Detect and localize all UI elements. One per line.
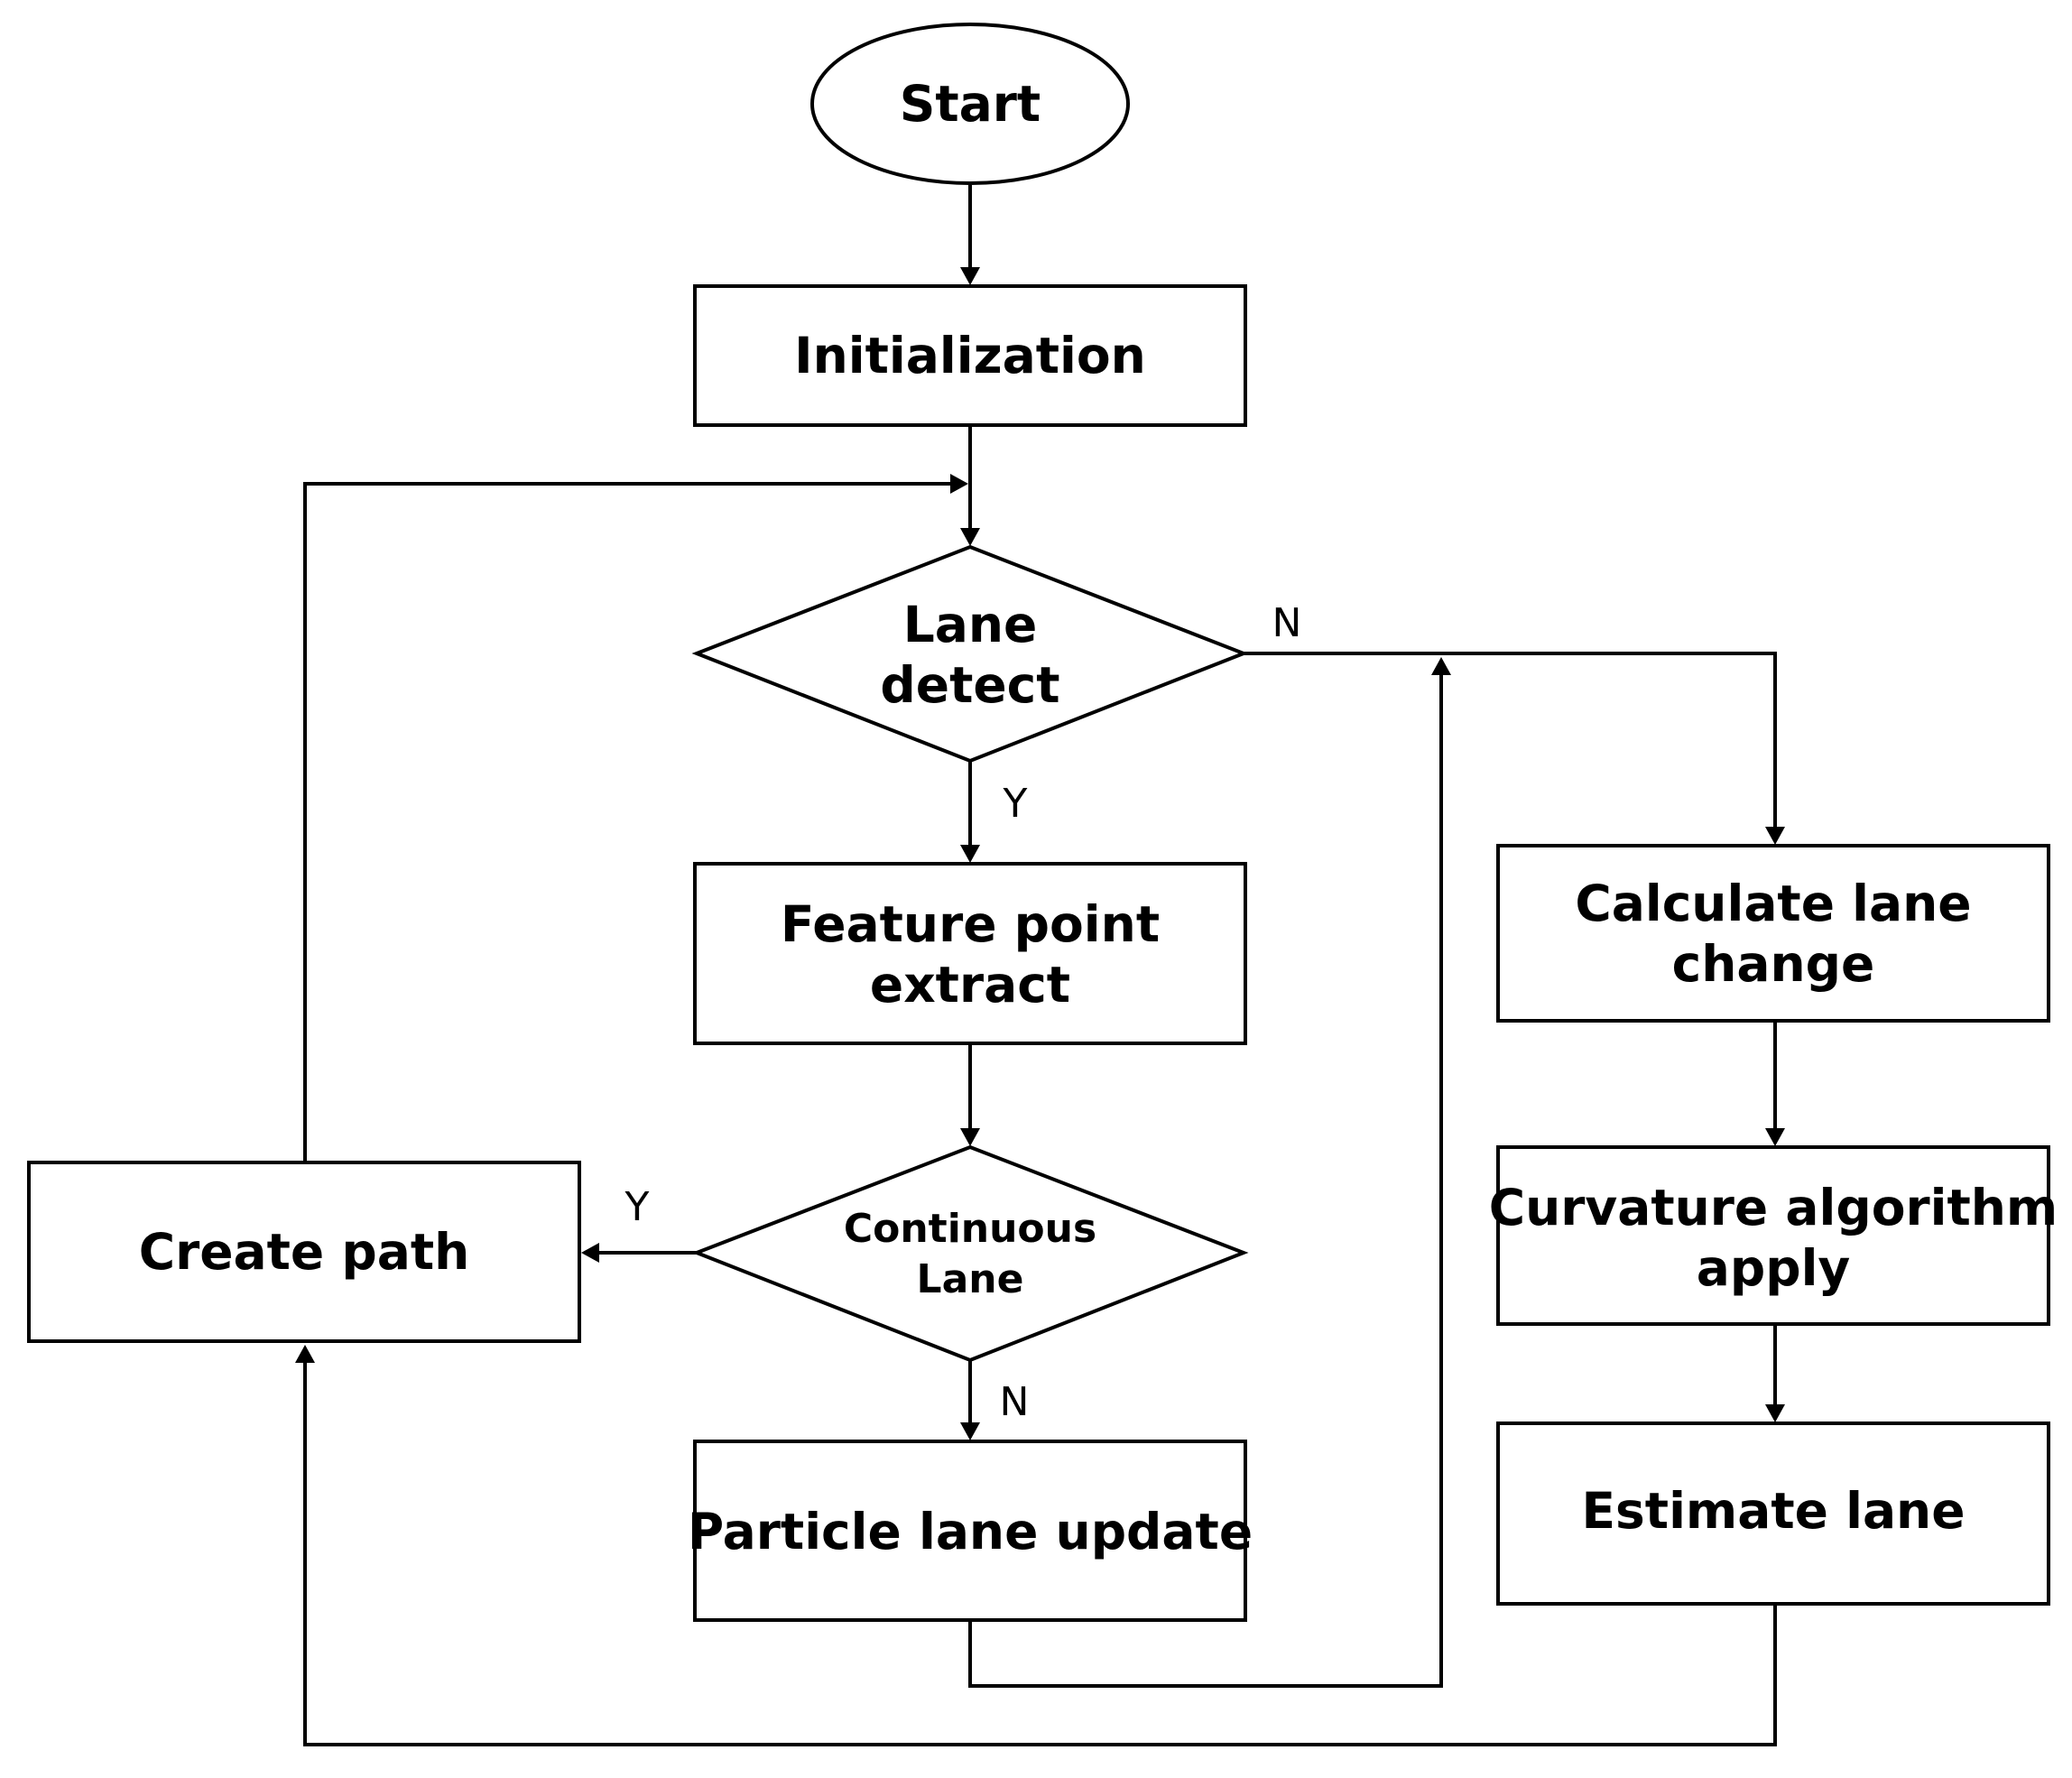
arrowhead xyxy=(1765,1404,1785,1422)
particle-lane-update-node: Particle lane update xyxy=(688,1440,1253,1622)
loop-create-path-to-lane-detect xyxy=(303,482,950,1162)
lane-detect-yes-label: Y xyxy=(1003,781,1028,827)
arrowhead xyxy=(1765,827,1785,845)
initialization-label: Initialization xyxy=(794,327,1146,384)
lane-detect-label-line2: detect xyxy=(880,656,1059,714)
calculate-lane-change-label-line2: change xyxy=(1672,935,1875,993)
feature-point-label-line2: extract xyxy=(870,956,1070,1014)
arrowhead xyxy=(295,1345,315,1363)
arrow-lane-detect-no xyxy=(1243,652,1777,829)
curvature-algorithm-label-line1: Curvature algorithm xyxy=(1489,1179,2058,1236)
start-node: Start xyxy=(810,23,1130,185)
estimate-lane-label: Estimate lane xyxy=(1581,1482,1965,1540)
continuous-lane-no-label: N xyxy=(1000,1379,1030,1425)
calculate-lane-change-label-line1: Calculate lane xyxy=(1575,875,1971,932)
arrowhead xyxy=(1431,657,1451,675)
arrowhead xyxy=(950,474,968,494)
start-label: Start xyxy=(900,75,1041,133)
create-path-label: Create path xyxy=(139,1223,470,1281)
calculate-lane-change-node: Calculate lane change xyxy=(1496,844,2050,1023)
continuous-lane-decision: Continuous Lane xyxy=(691,1144,1249,1363)
arrowhead xyxy=(1765,1128,1785,1146)
create-path-node: Create path xyxy=(27,1161,581,1343)
feature-point-label-line1: Feature point xyxy=(781,895,1160,953)
continuous-lane-label-line1: Continuous xyxy=(844,1206,1096,1252)
arrowhead xyxy=(960,528,980,546)
arrowhead xyxy=(960,267,980,285)
lane-detect-no-label: N xyxy=(1272,600,1302,646)
lane-detect-label-line1: Lane xyxy=(903,596,1038,653)
arrow-estimate-to-create-path xyxy=(303,1361,1777,1746)
continuous-lane-label-line2: Lane xyxy=(917,1256,1024,1302)
particle-lane-update-label: Particle lane update xyxy=(688,1503,1253,1560)
arrow-particle-to-calc-branch xyxy=(968,675,1443,1688)
curvature-algorithm-label-line2: apply xyxy=(1697,1239,1851,1297)
lane-detect-decision: Lane detect xyxy=(691,544,1249,764)
feature-point-node: Feature point extract xyxy=(693,862,1247,1045)
arrowhead xyxy=(960,1128,980,1146)
arrowhead xyxy=(960,845,980,863)
connectors xyxy=(295,185,1785,1746)
arrowhead xyxy=(581,1243,599,1263)
estimate-lane-node: Estimate lane xyxy=(1496,1421,2050,1606)
initialization-node: Initialization xyxy=(693,284,1247,427)
arrowhead xyxy=(960,1422,980,1440)
continuous-lane-yes-label: Y xyxy=(624,1184,650,1230)
curvature-algorithm-node: Curvature algorithm apply xyxy=(1489,1145,2058,1326)
